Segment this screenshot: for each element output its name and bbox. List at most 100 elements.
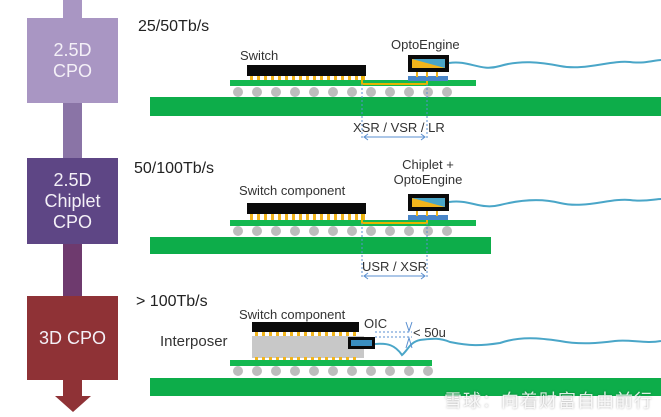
micro-bump [334, 214, 337, 220]
solder-ball [271, 87, 281, 97]
micro-bump [262, 357, 265, 360]
oic-label: OIC [364, 316, 388, 331]
solder-ball [385, 226, 395, 236]
switch-component [252, 322, 359, 332]
micro-bump [257, 214, 260, 220]
micro-bump [353, 332, 356, 336]
solder-ball [366, 87, 376, 97]
micro-bump [332, 332, 335, 336]
solder-ball [252, 87, 262, 97]
solder-ball [309, 87, 319, 97]
micro-bump [276, 332, 279, 336]
substrate [230, 220, 476, 226]
micro-bump [341, 214, 344, 220]
solder-ball [252, 366, 262, 376]
switch-component-label: Switch component [239, 307, 346, 322]
solder-ball [423, 366, 433, 376]
connector-top [63, 0, 82, 18]
optical-fiber [448, 59, 661, 69]
solder-ball [252, 226, 262, 236]
micro-bump [278, 214, 281, 220]
micro-bump [332, 357, 335, 360]
pcb-board [150, 237, 491, 254]
micro-bump [346, 332, 349, 336]
solder-ball [404, 366, 414, 376]
micro-bump [318, 332, 321, 336]
micro-bump [264, 214, 267, 220]
optoengine-label: OptoEngine [391, 37, 460, 52]
stage-title-line: 3D CPO [38, 327, 107, 348]
solder-ball [423, 87, 433, 97]
micro-bump [269, 357, 272, 360]
solder-ball [385, 366, 395, 376]
interposer-label: Interposer [160, 333, 228, 350]
micro-bump [290, 357, 293, 360]
stage-box-2-5d-chiplet-cpo: 2.5D Chiplet CPO [27, 158, 118, 244]
micro-bump [339, 332, 342, 336]
solder-ball [233, 366, 243, 376]
solder-ball [309, 366, 319, 376]
micro-bump [292, 76, 295, 80]
switch-chip [247, 65, 366, 76]
optical-fiber [374, 337, 661, 357]
solder-ball [442, 226, 452, 236]
micro-bump [269, 332, 272, 336]
micro-bump [299, 214, 302, 220]
micro-bump [283, 332, 286, 336]
micro-bump [297, 332, 300, 336]
micro-bump [313, 76, 316, 80]
micro-bump [250, 76, 253, 80]
micro-bump [304, 332, 307, 336]
optoengine-chip [408, 55, 449, 77]
connector-2-3 [63, 244, 82, 296]
gap-label: < 50u [413, 325, 446, 340]
watermark: 雪球：向着财富自由前行 [444, 391, 653, 412]
switch-component-label: Switch component [239, 183, 346, 198]
micro-bump [271, 76, 274, 80]
micro-bump [257, 76, 260, 80]
micro-bump [250, 214, 253, 220]
stage-box-2-5d-cpo: 2.5D CPO [27, 18, 118, 103]
micro-bump [327, 214, 330, 220]
bump-row [250, 214, 365, 220]
micro-bump [299, 76, 302, 80]
micro-bump [313, 214, 316, 220]
micro-bump [297, 357, 300, 360]
stage-title-line: Chiplet [44, 190, 101, 211]
micro-bump [353, 357, 356, 360]
bandwidth-label: 25/50Tb/s [138, 18, 210, 35]
solder-ball-row [233, 87, 452, 97]
micro-bump [327, 76, 330, 80]
down-arrow-icon [55, 396, 91, 412]
stage-title-line: CPO [52, 60, 92, 81]
stage-title-line: 2.5D [53, 169, 92, 190]
pcb-board [150, 97, 661, 116]
chiplet-optoengine [408, 194, 449, 216]
switch-component [247, 203, 366, 214]
micro-bump [318, 357, 321, 360]
solder-ball [328, 226, 338, 236]
micro-bump [271, 214, 274, 220]
micro-bump [362, 214, 365, 220]
micro-bump [325, 332, 328, 336]
stage1-package [150, 55, 661, 141]
solder-ball [290, 366, 300, 376]
stage2-package [150, 194, 661, 280]
micro-bump [306, 76, 309, 80]
substrate [230, 360, 432, 366]
substrate [230, 80, 476, 86]
solder-ball-row [233, 226, 452, 236]
stage3-package [150, 321, 661, 396]
micro-bump [362, 76, 365, 80]
interposer [252, 336, 364, 358]
solder-ball [233, 87, 243, 97]
solder-ball [442, 87, 452, 97]
stage-title-line: 2.5D [53, 39, 92, 60]
reach-label: USR / XSR [362, 259, 428, 274]
connector-bottom [63, 380, 82, 396]
bandwidth-label: 50/100Tb/s [134, 160, 215, 177]
micro-bump [311, 332, 314, 336]
micro-bump [348, 76, 351, 80]
stage-title-line: CPO [52, 211, 92, 232]
